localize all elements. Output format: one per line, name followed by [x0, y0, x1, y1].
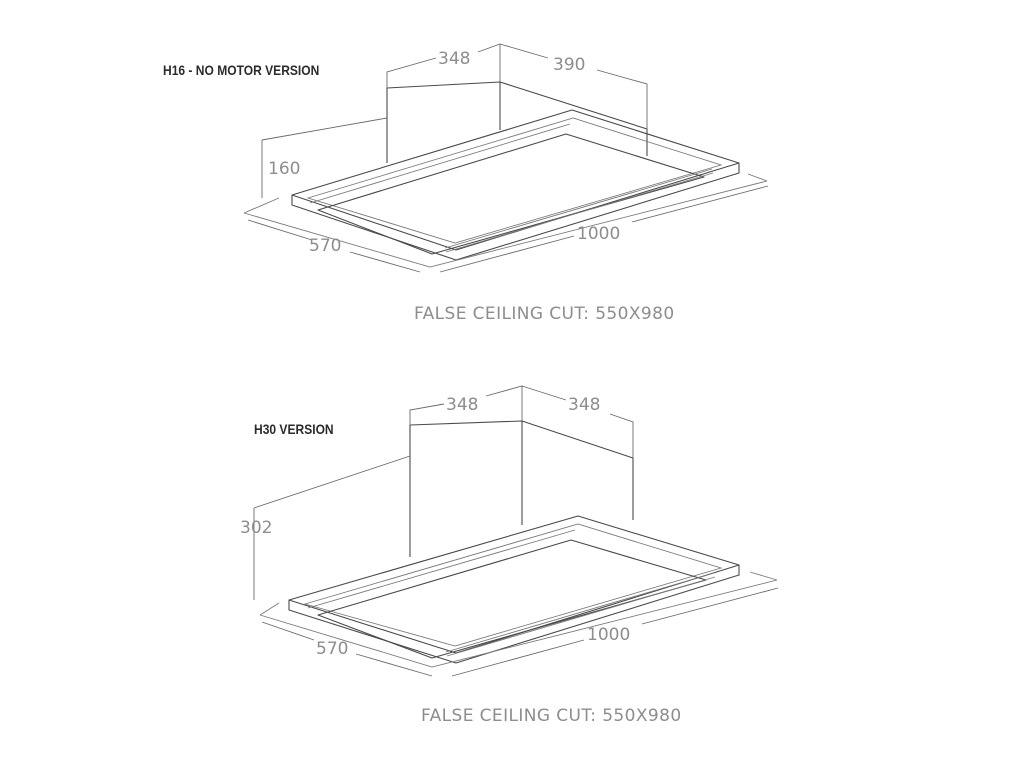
top-dim-chimney-left: 348: [438, 49, 470, 69]
bottom-depth-dim: [261, 621, 315, 641]
top-hood-drawing: 348 390 160 570 1000: [243, 43, 769, 273]
top-chimney-outline: [386, 81, 648, 163]
bottom-chimney-left-dim: [409, 403, 445, 425]
top-dim-width: 1000: [577, 224, 620, 244]
bottom-depth-dim-2: [355, 653, 433, 677]
top-chimney-right-dim: [499, 43, 549, 59]
top-front-strip-2: [445, 172, 714, 253]
bottom-dim-height: 302: [240, 518, 272, 538]
bottom-width-dim: [451, 639, 585, 677]
top-chimney-left-dim: [386, 57, 437, 88]
top-base-left: [243, 197, 280, 214]
top-depth-dim-2: [349, 251, 421, 273]
top-dim-chimney-right: 390: [553, 55, 585, 75]
top-base-right: [747, 173, 768, 182]
bottom-chimney-right-dim: [521, 385, 567, 401]
top-ceiling-cut-label: FALSE CEILING CUT: 550X980: [414, 304, 675, 324]
top-dim-depth: 570: [309, 236, 341, 256]
top-dim-height: 160: [268, 159, 300, 179]
bottom-dim-depth: 570: [316, 639, 348, 659]
top-front-strip: [444, 168, 713, 249]
bottom-base-left: [259, 602, 280, 616]
top-chimney-left-dim-2: [477, 43, 501, 82]
top-width-dim-2: [631, 185, 769, 223]
top-version-label: H16 - NO MOTOR VERSION: [163, 62, 320, 78]
top-back-strip: [309, 123, 571, 204]
top-base-plane: [243, 180, 768, 268]
bottom-front-strip: [445, 572, 715, 653]
bottom-width-dim-2: [641, 587, 779, 625]
bottom-dim-width: 1000: [587, 625, 630, 645]
top-height-ext: [261, 117, 388, 141]
bottom-hood-inner-rim: [303, 523, 723, 647]
bottom-front-strip-2: [446, 576, 716, 657]
top-hood-panel: [317, 133, 705, 255]
bottom-version-label: H30 VERSION: [254, 421, 334, 437]
bottom-hood-drawing: 348 348 302 570 1000: [240, 385, 779, 677]
top-chimney-right-dim-2: [596, 69, 648, 129]
bottom-dim-chimney-left: 348: [446, 395, 478, 415]
bottom-chimney-right-dim-2: [609, 413, 634, 458]
top-hood-inner-rim: [306, 117, 723, 244]
top-depth-dim: [247, 219, 313, 241]
bottom-dim-chimney-right: 348: [568, 395, 600, 415]
bottom-chimney-left-dim-2: [485, 385, 523, 421]
bottom-hood-frame: [288, 515, 740, 654]
bottom-back-strip: [307, 529, 576, 609]
bottom-base-plane: [259, 579, 778, 668]
bottom-base-right: [749, 571, 778, 581]
top-hood-frame: [291, 109, 740, 251]
top-width-dim: [439, 235, 575, 273]
bottom-height-ext: [253, 455, 411, 509]
bottom-hood-front-edge: [288, 565, 740, 664]
bottom-hood-panel: [317, 539, 707, 659]
bottom-ceiling-cut-label: FALSE CEILING CUT: 550X980: [421, 706, 682, 726]
